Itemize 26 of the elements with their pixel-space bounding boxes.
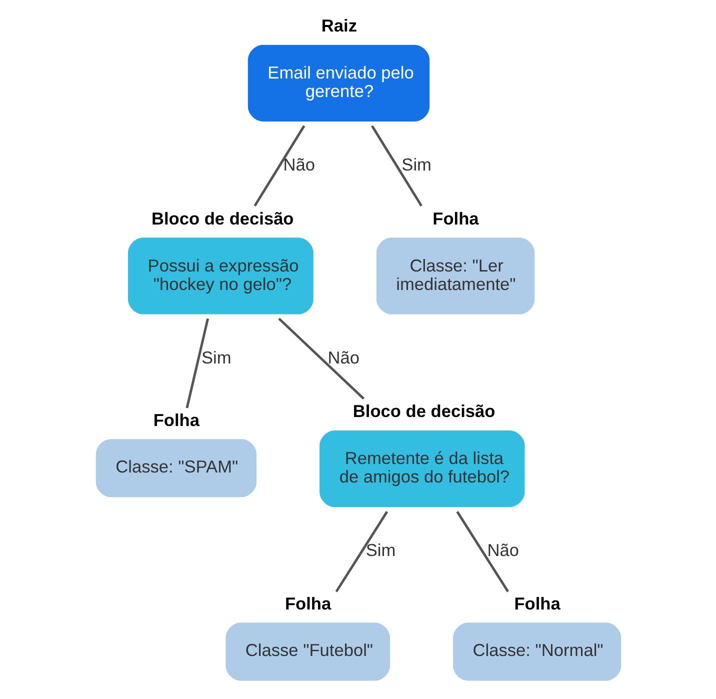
edge-label: Não — [282, 154, 315, 175]
connector — [185, 318, 209, 408]
node-label: Folha — [284, 593, 331, 614]
connector — [456, 511, 509, 592]
node-box: Email enviado pelo gerente? — [247, 44, 430, 122]
node-label: Folha — [514, 593, 560, 614]
connector — [253, 125, 305, 207]
connector — [278, 318, 364, 400]
node-label: Bloco de decisão — [352, 401, 495, 422]
node-box: Classe: "SPAM" — [95, 439, 256, 498]
node-box: Classe: "Ler imediatamente" — [376, 238, 534, 314]
node-label: Folha — [152, 410, 199, 430]
node-label: Raiz — [320, 16, 357, 36]
connector — [370, 125, 422, 207]
node-box: Possui a expressão "hockey no gelo"? — [128, 238, 313, 314]
edge-label: Sim — [200, 347, 231, 368]
node-box: Classe: "Normal" — [452, 622, 621, 681]
edge-label: Sim — [401, 154, 431, 175]
edge-label: Sim — [365, 540, 396, 560]
node-label: Folha — [432, 208, 478, 228]
edge-label: Não — [327, 347, 360, 368]
connector — [334, 511, 388, 592]
node-box: Classe "Futebol" — [225, 622, 390, 681]
node-label: Bloco de decisão — [151, 208, 294, 228]
edge-label: Não — [486, 540, 518, 560]
node-box: Remetente é da lista de amigos do futebol? — [319, 430, 524, 508]
